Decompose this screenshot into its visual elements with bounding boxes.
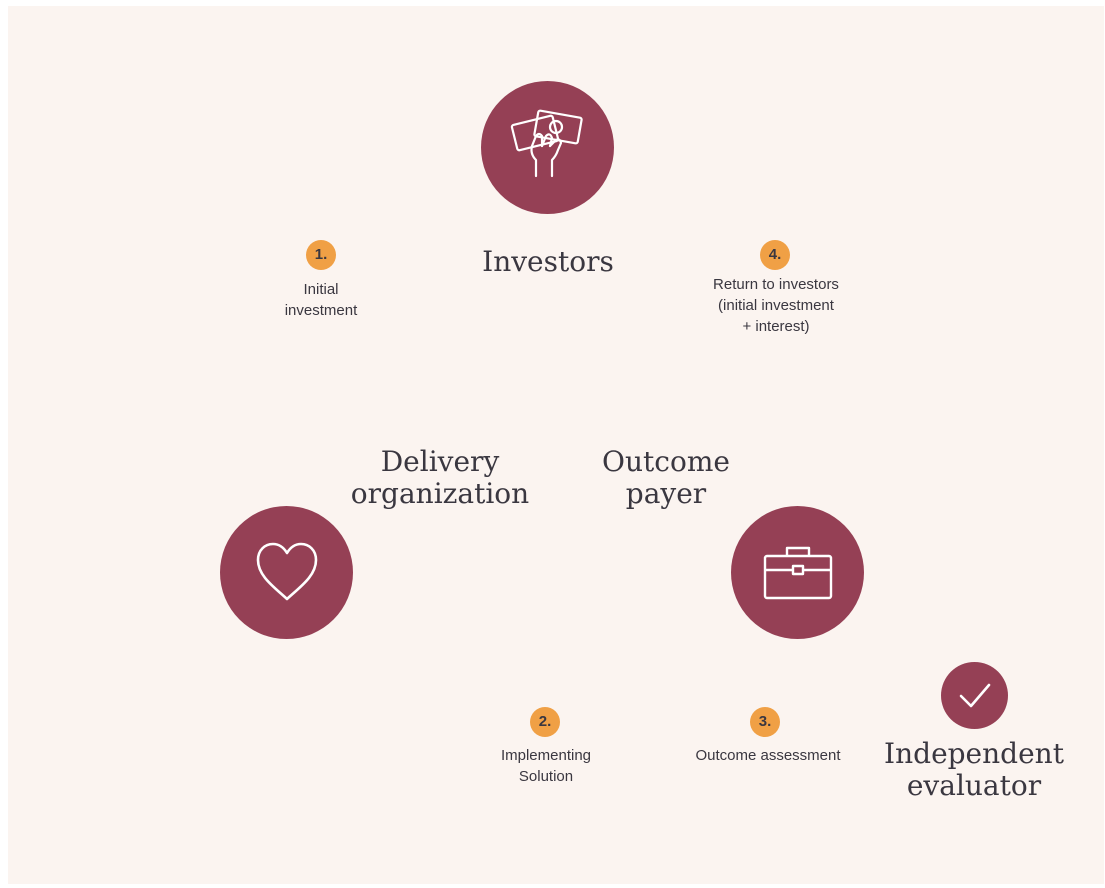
step-4-label: Return to investors (initial investment … [713, 276, 839, 335]
step-3-label: Outcome assessment [695, 747, 841, 764]
investors-label: Investors [482, 245, 614, 278]
step-2-badge: 2. [530, 707, 560, 737]
outcome-payer-node [731, 506, 864, 639]
delivery-organization-label: Delivery organization [350, 445, 530, 510]
step-3-badge: 3. [750, 707, 780, 737]
independent-evaluator-label: Independent evaluator [884, 737, 1064, 802]
step-1-badge: 1. [306, 240, 336, 270]
investors-node [481, 81, 614, 214]
checkmark-icon [959, 683, 990, 707]
step-2-label: Implementing Solution [500, 747, 592, 785]
delivery-organization-node [220, 506, 353, 639]
outcome-payer-label: Outcome payer [602, 445, 730, 510]
briefcase-icon [763, 546, 832, 599]
independent-evaluator-node [941, 662, 1008, 729]
step-1-label: Initial investment [284, 281, 358, 319]
hand-holding-money-icon [510, 109, 583, 177]
step-4-badge: 4. [760, 240, 790, 270]
heart-icon [256, 542, 317, 600]
